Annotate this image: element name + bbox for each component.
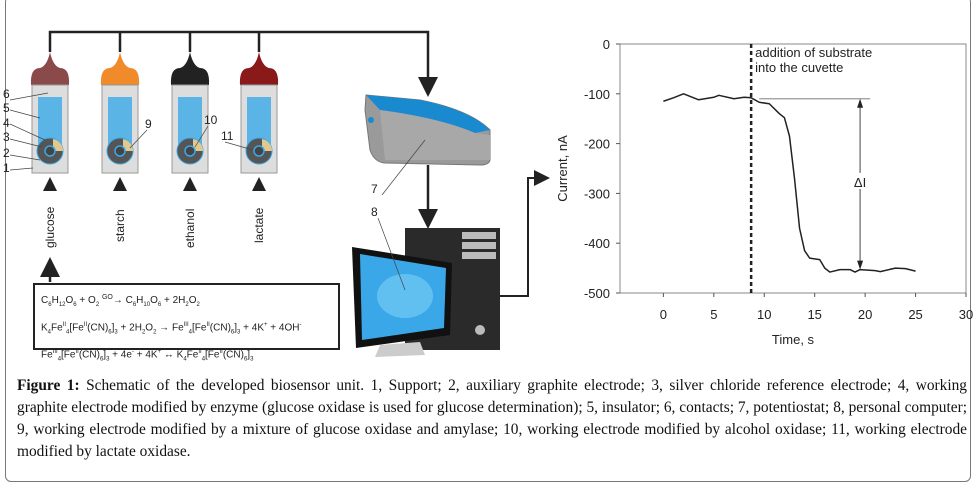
label-8: 8 (371, 205, 378, 219)
x-tick-label: 10 (757, 307, 771, 322)
x-tick-label: 20 (858, 307, 872, 322)
working-electrode (44, 145, 56, 157)
label-6: 6 (3, 87, 10, 101)
y-tick-label: -200 (584, 137, 610, 152)
electrode-starch: starch (100, 52, 140, 242)
y-tick-label: -500 (584, 286, 610, 301)
cap (30, 52, 70, 85)
equation-2: K4FeII4[FeII(CN)6]3 + 2H2O2 → FeIII4[FeI… (41, 322, 302, 336)
y-tick-label: -400 (584, 236, 610, 251)
catalyst-label: GO (101, 294, 113, 301)
annotation-line-1: addition of substrate (755, 45, 872, 60)
electrode-lactate: lactate (239, 52, 279, 243)
y-axis-label: Current, nA (555, 135, 570, 202)
arrow-up-icon (252, 177, 266, 191)
cap (170, 52, 210, 85)
y-tick-label: -300 (584, 186, 610, 201)
potentiostat (364, 94, 491, 166)
y-tick-label: 0 (603, 37, 610, 52)
substrate-label: lactate (252, 207, 266, 243)
arrow-down-icon (857, 260, 864, 270)
cap (100, 52, 140, 85)
label-1: 1 (3, 161, 10, 175)
substrate-label: starch (113, 209, 127, 242)
working-electrode (253, 145, 265, 157)
annotation-line-2: into the cuvette (755, 60, 843, 75)
caption-text: Schematic of the developed biosensor uni… (17, 377, 968, 460)
label-10: 10 (204, 113, 218, 127)
equation-3: FeIII4[FeII(CN)6]3 + 4e- + 4K+ ↔ K4FeII4… (41, 349, 254, 363)
working-electrode (114, 145, 126, 157)
electrode-ethanol: ethanol (170, 52, 210, 248)
label-5: 5 (3, 101, 10, 115)
delta-i-label: ΔI (854, 175, 866, 190)
arrow-up-icon (113, 177, 127, 191)
reference-electrode (53, 139, 64, 151)
reference-electrode (262, 139, 273, 151)
substrate-label: glucose (43, 206, 57, 248)
equation-1: C6H12O6 + O2 GO→ C6H10O6 + 2H2O2 (41, 294, 200, 308)
wire (48, 30, 438, 97)
label-11: 11 (221, 129, 234, 143)
x-tick-label: 30 (959, 307, 973, 322)
reference-electrode (123, 139, 134, 151)
working-electrode (184, 145, 196, 157)
label-3: 3 (3, 130, 10, 144)
label-4: 4 (3, 116, 10, 130)
reaction-equations: C6H12O6 + O2 GO→ C6H10O6 + 2H2O2 K4FeII4… (33, 283, 340, 363)
arrow-up-icon (183, 177, 197, 191)
electrode-glucose: glucose (30, 52, 70, 248)
arrow-up-icon (857, 98, 864, 108)
cap (239, 52, 279, 85)
x-tick-label: 25 (908, 307, 922, 322)
figure-caption: Figure 1: Schematic of the developed bio… (17, 375, 967, 463)
x-tick-label: 15 (807, 307, 821, 322)
x-tick-label: 0 (660, 307, 667, 322)
x-axis-label: Time, s (772, 332, 815, 347)
label-9: 9 (145, 117, 152, 131)
label-7: 7 (371, 182, 378, 196)
x-tick-label: 5 (710, 307, 717, 322)
personal-computer (352, 228, 500, 357)
arrow-up-icon (43, 177, 57, 191)
reference-electrode (193, 139, 204, 151)
y-tick-label: -100 (584, 87, 610, 102)
substrate-label: ethanol (183, 209, 197, 248)
caption-label: Figure 1: (17, 377, 80, 394)
label-2: 2 (3, 146, 10, 160)
current-series-line (663, 93, 916, 273)
figure-frame (5, 0, 971, 482)
